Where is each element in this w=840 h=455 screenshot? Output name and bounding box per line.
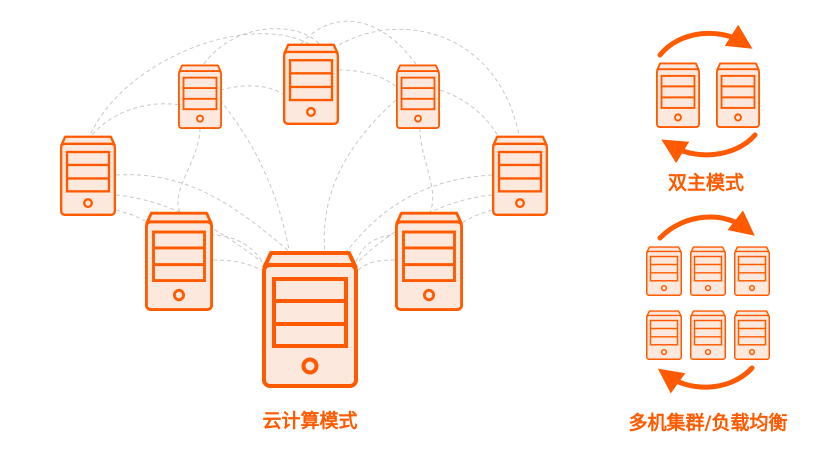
server-icon <box>646 310 682 360</box>
server-icon <box>492 135 548 216</box>
server-icon <box>656 62 700 128</box>
cycle-arrow-icon <box>657 365 755 394</box>
dual-master-group <box>656 24 760 164</box>
server-icon <box>716 62 760 128</box>
cycle-arrow-icon <box>661 132 758 164</box>
cluster-label: 多机集群/负载均衡 <box>628 412 788 434</box>
dashed-links <box>87 20 521 271</box>
server-icon <box>690 310 726 360</box>
server-icon <box>734 310 770 360</box>
dual-master-label: 双主模式 <box>667 172 745 194</box>
server-icon <box>690 246 726 296</box>
server-icon <box>178 64 222 129</box>
cluster-group <box>646 210 770 394</box>
server-icon-main <box>262 251 358 388</box>
server-icon <box>145 211 213 311</box>
cycle-arrow-icon <box>657 24 753 58</box>
server-icon <box>646 246 682 296</box>
server-icon <box>283 43 339 125</box>
server-icon <box>396 64 440 129</box>
server-icon <box>395 211 463 311</box>
server-icon <box>734 246 770 296</box>
cloud-mode-label: 云计算模式 <box>262 410 358 432</box>
cloud-servers <box>60 43 548 388</box>
server-icon <box>60 135 116 216</box>
cycle-arrow-icon <box>657 210 755 241</box>
